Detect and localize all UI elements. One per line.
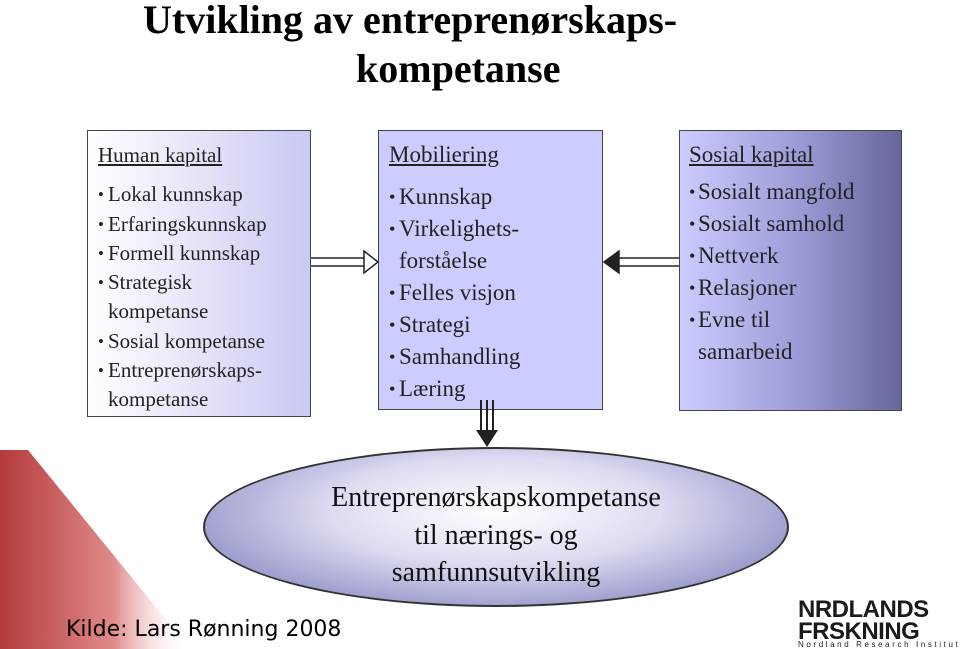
human-capital-header: Human kapital: [98, 143, 223, 167]
list-item: Virkelighets-forståelse: [389, 213, 549, 277]
title-line-2: kompetanse: [356, 46, 561, 91]
mobilization-list: Kunnskap Virkelighets-forståelse Felles …: [389, 181, 594, 405]
outcome-line-2: til nærings- og: [414, 519, 578, 551]
arrow-left-icon: [602, 249, 679, 275]
list-item: Sosial kompetanse: [98, 327, 300, 357]
list-item: Lokal kunnskap: [98, 180, 300, 210]
list-item: Strategi: [389, 309, 594, 341]
list-item: Sosialt mangfold: [689, 176, 893, 208]
list-item: Relasjoner: [689, 272, 893, 304]
logo-word-1: NRDLANDS: [798, 596, 929, 623]
outcome-text: Entreprenørskapskompetanse til nærings- …: [203, 479, 789, 592]
list-item: Evne til samarbeid: [689, 304, 818, 368]
list-item: Erfaringskunnskap: [98, 210, 300, 240]
list-item: Formell kunnskap: [98, 239, 300, 269]
arrow-right-icon: [311, 249, 380, 275]
list-item: Læring: [389, 373, 594, 405]
outcome-ellipse: [203, 447, 789, 607]
list-item: Kunnskap: [389, 181, 594, 213]
list-item: Sosialt samhold: [689, 208, 893, 240]
mobilization-box: Mobiliering Kunnskap Virkelighets-forstå…: [378, 130, 603, 410]
list-item: Entreprenørskaps-kompetanse: [98, 356, 298, 415]
social-capital-header: Sosial kapital: [689, 142, 814, 167]
outcome-line-3: samfunnsutvikling: [391, 557, 601, 588]
logo-word-2: FRSKNING: [798, 618, 920, 645]
list-item: Felles visjon: [389, 277, 594, 309]
list-item: Samhandling: [389, 341, 594, 373]
mobilization-header: Mobiliering: [389, 142, 499, 167]
list-item: Strategisk kompetanse: [98, 268, 258, 327]
arrow-down-icon: [476, 400, 498, 447]
title-line-1: Utvikling av entreprenørskaps-: [143, 0, 678, 42]
human-capital-list: Lokal kunnskap Erfaringskunnskap Formell…: [98, 180, 300, 414]
outcome-line-1: Entreprenørskapskompetanse: [331, 482, 661, 513]
nordlandsforskning-logo: NRDLANDS FRSKNING Nordland Research Inst…: [798, 596, 960, 649]
list-item: Nettverk: [689, 240, 893, 272]
social-capital-box: Sosial kapital Sosialt mangfold Sosialt …: [679, 130, 902, 411]
source-credit: Kilde: Lars Rønning 2008: [66, 617, 342, 642]
logo-tagline: Nordland Research Institute: [798, 640, 960, 649]
social-capital-list: Sosialt mangfold Sosialt samhold Nettver…: [689, 176, 893, 368]
human-capital-box: Human kapital Lokal kunnskap Erfaringsku…: [87, 130, 311, 417]
